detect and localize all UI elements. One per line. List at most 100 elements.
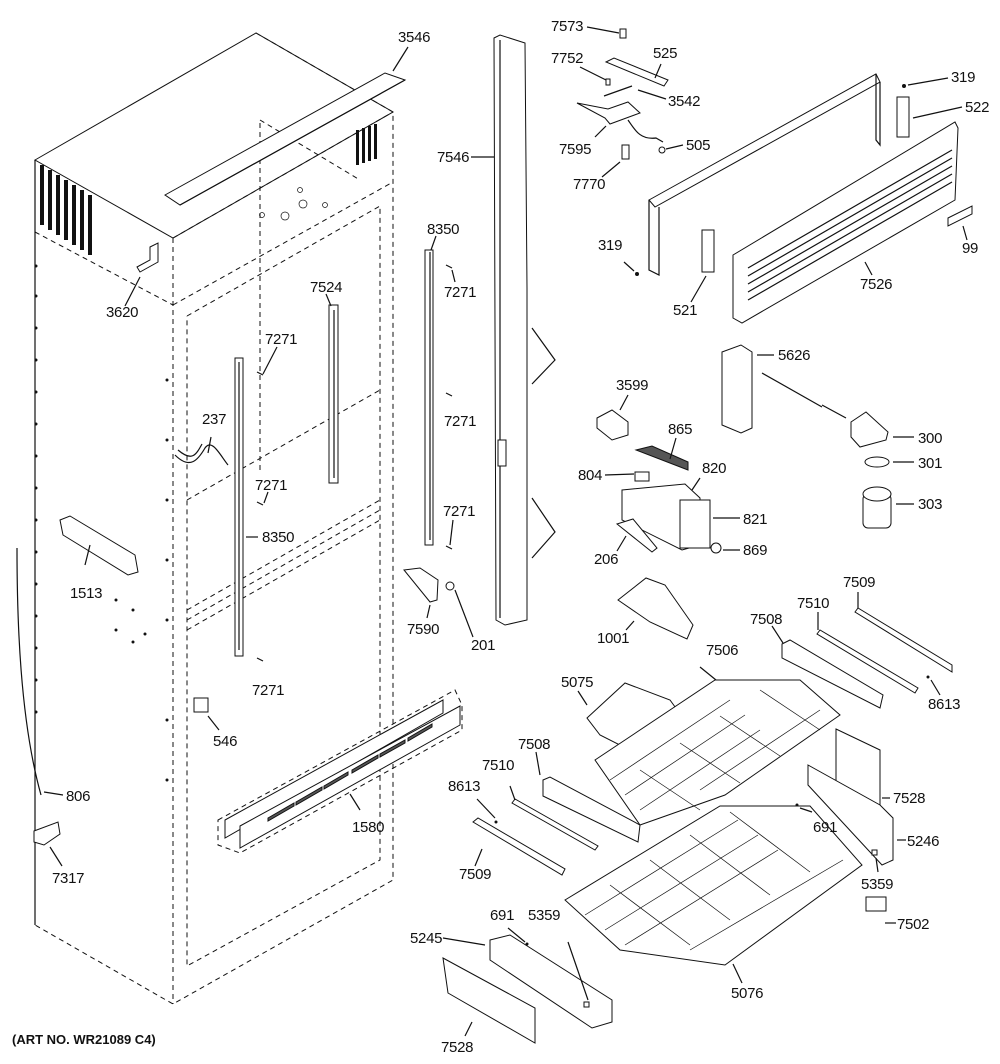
part-201-nut <box>445 581 474 638</box>
part-5359-spacer-right <box>871 849 879 873</box>
label-7510-top: 7510 <box>797 595 830 612</box>
label-804: 804 <box>578 467 603 484</box>
label-1001: 1001 <box>597 630 630 647</box>
label-7595: 7595 <box>559 141 592 158</box>
part-3546-top-trim <box>164 46 409 206</box>
label-319-top: 319 <box>951 69 976 86</box>
part-206-tray <box>615 518 658 553</box>
part-319-screws <box>623 77 949 276</box>
label-300: 300 <box>918 430 943 447</box>
label-7509-top: 7509 <box>843 574 876 591</box>
part-303-housing <box>862 486 914 529</box>
label-1513: 1513 <box>70 585 103 602</box>
part-7526-door-frame <box>648 73 959 324</box>
label-301: 301 <box>918 455 943 472</box>
part-7271-screws <box>256 264 456 662</box>
label-8350-mid: 8350 <box>262 529 295 546</box>
label-7508-top: 7508 <box>750 611 783 628</box>
label-7528-left: 7528 <box>441 1039 474 1056</box>
label-8613-low: 8613 <box>448 778 481 795</box>
part-7524-rail <box>325 293 339 484</box>
label-206: 206 <box>594 551 619 568</box>
label-7573: 7573 <box>551 18 584 35</box>
label-521: 521 <box>673 302 698 319</box>
part-7510-rail-lower <box>509 785 599 851</box>
part-7752-screw <box>579 66 611 86</box>
part-8613-screw-lower <box>476 798 498 824</box>
label-5359-left: 5359 <box>528 907 561 924</box>
label-7271-c: 7271 <box>444 413 477 430</box>
art-number: (ART NO. WR21089 C4) <box>12 1032 156 1047</box>
part-7546-mullion <box>471 34 556 626</box>
part-7510-rail-upper <box>816 612 919 694</box>
part-7509-slide-upper <box>854 592 953 673</box>
label-7502: 7502 <box>897 916 930 933</box>
part-5359-spacer-left <box>567 941 590 1008</box>
part-5246-bracket <box>807 764 906 866</box>
label-7317: 7317 <box>52 870 85 887</box>
part-7770-pin <box>601 144 630 178</box>
label-7508-low: 7508 <box>518 736 551 753</box>
part-7528-panel-left <box>442 957 536 1044</box>
part-806-gasket <box>16 547 64 796</box>
label-99: 99 <box>962 240 979 257</box>
label-5626: 5626 <box>778 347 811 364</box>
label-546: 546 <box>213 733 238 750</box>
part-99-badge <box>947 205 973 241</box>
part-7506-basket <box>594 666 841 826</box>
label-691-left: 691 <box>490 907 515 924</box>
label-1580: 1580 <box>352 819 385 836</box>
label-5359-right: 5359 <box>861 876 894 893</box>
part-7508-bracket-upper <box>771 625 884 709</box>
label-5075: 5075 <box>561 674 594 691</box>
label-7506: 7506 <box>706 642 739 659</box>
label-7271-b: 7271 <box>265 331 298 348</box>
part-237-tube <box>174 436 229 466</box>
label-7546: 7546 <box>437 149 470 166</box>
part-3599-bin <box>596 394 629 441</box>
label-7509-low: 7509 <box>459 866 492 883</box>
label-806: 806 <box>66 788 91 805</box>
part-8613-screw-upper <box>926 675 941 696</box>
part-525-hinge-plate <box>604 57 669 87</box>
label-7528-right: 7528 <box>893 790 926 807</box>
part-7508-bracket-lower <box>535 751 641 843</box>
label-3599: 3599 <box>616 377 649 394</box>
part-804-cover <box>604 471 650 482</box>
label-7271-d: 7271 <box>255 477 288 494</box>
label-8350-top: 8350 <box>427 221 460 238</box>
label-820: 820 <box>702 460 727 477</box>
part-521-hinge-bracket <box>690 229 715 303</box>
part-865-grille <box>634 437 689 471</box>
part-505-washer <box>658 144 684 154</box>
part-1001-shelf <box>617 577 694 640</box>
part-7595-hinge-arm <box>576 101 664 143</box>
label-7590: 7590 <box>407 621 440 638</box>
part-3620-bracket <box>124 242 159 307</box>
label-7752: 7752 <box>551 50 584 67</box>
cabinet-body <box>33 32 395 1005</box>
label-7271-e: 7271 <box>443 503 476 520</box>
label-3542: 3542 <box>668 93 701 110</box>
label-7524: 7524 <box>310 279 343 296</box>
label-5246: 5246 <box>907 833 940 850</box>
label-522: 522 <box>965 99 990 116</box>
part-8350-rail-left <box>234 357 258 657</box>
label-7526: 7526 <box>860 276 893 293</box>
label-201: 201 <box>471 637 496 654</box>
label-5076: 5076 <box>731 985 764 1002</box>
part-8350-rail-right <box>424 235 437 546</box>
part-5626-bracket <box>721 344 774 434</box>
label-319-left: 319 <box>598 237 623 254</box>
label-7271-f: 7271 <box>252 682 285 699</box>
part-7502-latch <box>865 896 896 924</box>
part-1580-grille <box>217 689 463 854</box>
label-7770: 7770 <box>573 176 606 193</box>
label-8613-top: 8613 <box>928 696 961 713</box>
label-865: 865 <box>668 421 693 438</box>
part-3542-spring <box>603 85 667 100</box>
label-869: 869 <box>743 542 768 559</box>
part-546-clip <box>193 697 220 731</box>
label-7271-a: 7271 <box>444 284 477 301</box>
